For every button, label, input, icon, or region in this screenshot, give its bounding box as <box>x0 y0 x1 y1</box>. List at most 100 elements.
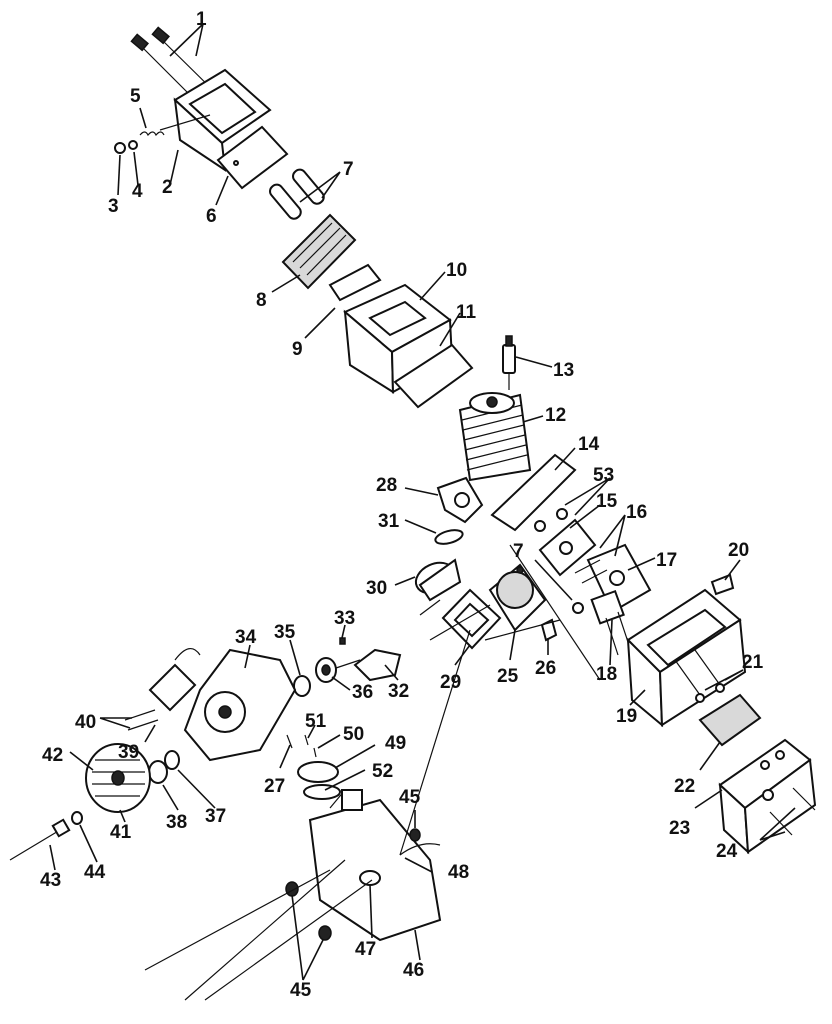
seal-35 <box>293 675 311 697</box>
callout-49: 49 <box>385 733 406 754</box>
callout-22: 22 <box>674 776 695 797</box>
callout-20: 20 <box>728 540 749 561</box>
intake-flange-28 <box>436 476 484 524</box>
grommets-45 <box>285 828 421 941</box>
callout-28: 28 <box>376 475 397 496</box>
screen-8 <box>281 213 357 290</box>
callout-8: 8 <box>256 290 267 311</box>
callout-30: 30 <box>366 578 387 599</box>
callout-24: 24 <box>716 841 738 862</box>
callout-38: 38 <box>166 812 187 833</box>
callout-45-right: 45 <box>399 787 421 808</box>
key-33 <box>339 637 346 645</box>
gasket-9 <box>328 263 382 302</box>
filter-element-22 <box>698 693 762 747</box>
spring-parts-3-4-5 <box>114 114 211 154</box>
screws-24 <box>769 787 816 836</box>
callout-27: 27 <box>264 776 285 797</box>
callout-50: 50 <box>343 724 364 745</box>
callout-14: 14 <box>578 434 600 455</box>
callout-43: 43 <box>40 870 61 891</box>
callout-44: 44 <box>84 862 106 883</box>
ignition-coil-40 <box>148 648 201 712</box>
baffle-plate-6 <box>216 125 289 190</box>
crankshaft-32 <box>329 648 402 682</box>
flywheel-41 <box>85 743 151 813</box>
washer-44 <box>71 811 83 825</box>
spacers-7 <box>269 168 325 220</box>
callout-1: 1 <box>196 9 207 30</box>
callout-17: 17 <box>656 550 677 571</box>
callout-47: 47 <box>355 939 376 960</box>
piston-30 <box>414 558 462 616</box>
air-filter-base-19 <box>626 588 747 728</box>
fuel-cap-49-52 <box>297 761 341 800</box>
air-filter-cover-23 <box>718 738 817 855</box>
callout-52: 52 <box>372 761 393 782</box>
callout-37: 37 <box>205 806 226 827</box>
fuel-tank-46 <box>308 789 442 942</box>
callout-16: 16 <box>626 502 647 523</box>
carburetor-17 <box>586 543 652 625</box>
washer-37 <box>164 750 180 770</box>
callout-32: 32 <box>388 681 409 702</box>
callout-45-bottom: 45 <box>290 980 312 1001</box>
screws-16 <box>574 559 608 584</box>
piston-ring-31 <box>434 529 464 545</box>
callout-19: 19 <box>616 706 637 727</box>
cylinder-12 <box>458 392 532 482</box>
pins-51-50 <box>304 734 317 758</box>
callout-2: 2 <box>162 177 173 198</box>
callout-6: 6 <box>206 206 217 227</box>
callout-35: 35 <box>274 622 296 643</box>
decal-20 <box>710 573 735 596</box>
callout-13: 13 <box>553 360 574 381</box>
callout-10: 10 <box>446 260 467 281</box>
callout-51: 51 <box>305 711 327 732</box>
gasket-53 <box>534 508 568 532</box>
bearing-36 <box>315 657 337 683</box>
callout-23: 23 <box>669 818 690 839</box>
bolt-7-lower <box>572 602 584 614</box>
callout-12: 12 <box>545 405 566 426</box>
fuel-line-48 <box>399 843 441 856</box>
gasket-14 <box>490 453 577 532</box>
callout-36: 36 <box>352 682 373 703</box>
callout-26: 26 <box>535 658 556 679</box>
carburetor-adapter-25 <box>488 563 547 632</box>
callout-29: 29 <box>440 672 461 693</box>
callout-15: 15 <box>596 491 618 512</box>
callout-53: 53 <box>593 465 614 486</box>
callout-46: 46 <box>403 960 424 981</box>
clip-26 <box>540 618 558 642</box>
gasket-29 <box>441 588 502 650</box>
callout-40: 40 <box>75 712 96 733</box>
leader-lines <box>49 23 796 981</box>
screws-21 <box>674 649 725 703</box>
callout-42: 42 <box>42 745 63 766</box>
callout-5: 5 <box>130 86 141 107</box>
callout-4: 4 <box>132 181 143 202</box>
muffler-cover-2 <box>173 68 272 173</box>
callout-33: 33 <box>334 608 355 629</box>
gasket-11 <box>393 343 474 409</box>
crankcase-34 <box>183 648 297 762</box>
callout-7-upper: 7 <box>343 159 354 180</box>
callout-3: 3 <box>108 196 119 217</box>
filter-47 <box>359 870 381 886</box>
callout-25: 25 <box>497 666 519 687</box>
bearing-38 <box>148 760 168 784</box>
callout-11: 11 <box>456 302 477 323</box>
callout-7-lower: 7 <box>513 541 524 562</box>
callout-9: 9 <box>292 339 303 360</box>
callout-39: 39 <box>118 742 139 763</box>
callout-41: 41 <box>110 822 132 843</box>
callout-34: 34 <box>235 627 257 648</box>
carb-insulator-15 <box>538 518 597 577</box>
callout-18: 18 <box>596 664 617 685</box>
spark-plug-13 <box>502 335 516 390</box>
flywheel-nut-43 <box>9 818 71 861</box>
callout-48: 48 <box>448 862 469 883</box>
guide-lines <box>144 544 601 1001</box>
